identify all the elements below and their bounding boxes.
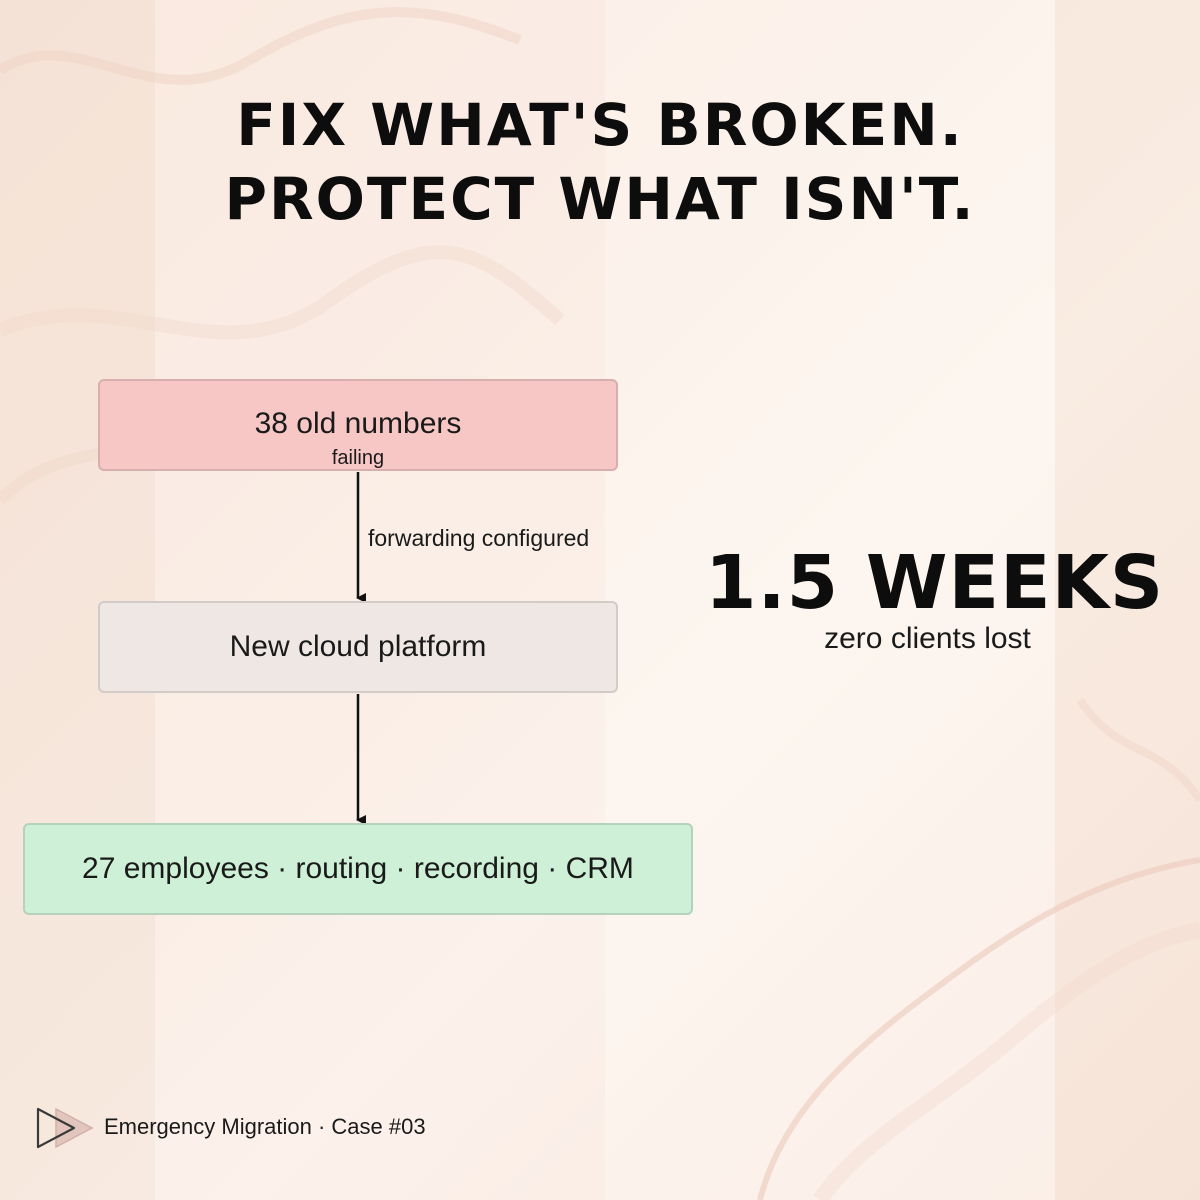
- edge-label-forwarding: forwarding configured: [368, 525, 590, 551]
- node-sublabel: failing: [331, 447, 385, 469]
- headline-line-2: PROTECT WHAT ISN'T.: [224, 165, 976, 233]
- node-cloud-platform: New cloud platform: [98, 601, 618, 693]
- node-label: 38 old numbers: [254, 407, 462, 440]
- stat-value: 1.5 WEEKS: [705, 540, 1165, 626]
- node-employees: 27 employees · routing · recording · CRM: [23, 823, 693, 915]
- headline-line-1: FIX WHAT'S BROKEN.: [236, 91, 964, 159]
- stat-caption: zero clients lost: [824, 622, 1031, 655]
- double-play-arrow-icon: [36, 1107, 94, 1149]
- node-old-numbers: 38 old numbers failing: [98, 379, 618, 471]
- headline: FIX WHAT'S BROKEN. PROTECT WHAT ISN'T.: [0, 88, 1200, 236]
- footer-caption: Emergency Migration · Case #03: [104, 1114, 426, 1139]
